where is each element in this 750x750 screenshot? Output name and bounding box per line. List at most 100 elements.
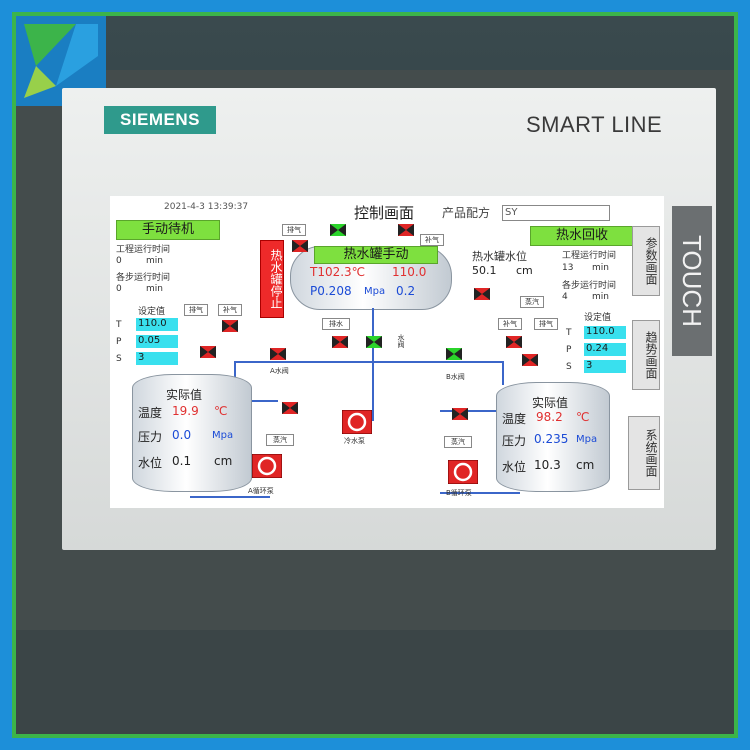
left-step-time-value: 0 xyxy=(116,284,122,294)
b-circ-pump-label: B循环泵 xyxy=(446,489,472,497)
center-pipe-down xyxy=(372,361,374,421)
tank-b-temp-label: 温度 xyxy=(502,412,527,426)
left-p-label: P xyxy=(116,337,122,347)
a-steam-pipe xyxy=(250,400,278,402)
a-circ-pump-icon[interactable] xyxy=(252,454,282,478)
replenish-label-top: 补气 xyxy=(420,234,444,246)
top-green-valve-left[interactable] xyxy=(330,224,346,236)
panel-bottom-housing xyxy=(16,630,734,734)
a-exhaust-valve[interactable] xyxy=(200,346,216,358)
right-step-time-unit: min xyxy=(592,292,609,302)
tank-a-temp-label: 温度 xyxy=(138,406,163,420)
main-pipe xyxy=(234,361,504,363)
hot-tank-pressure-actual: P0.208 xyxy=(310,284,352,298)
right-t-label: T xyxy=(566,328,572,338)
left-step-time-label: 各步运行时间 xyxy=(116,273,171,283)
left-process-time-label: 工程运行时间 xyxy=(116,245,171,255)
right-s-label: S xyxy=(566,362,572,372)
recipe-field[interactable]: SY xyxy=(502,205,610,221)
left-s-label: S xyxy=(116,354,122,364)
left-step-time-unit: min xyxy=(146,284,163,294)
a-circ-pump-label: A循环泵 xyxy=(248,487,274,495)
right-drop-pipe xyxy=(502,361,504,385)
b-exhaust-valve[interactable] xyxy=(522,354,538,366)
cold-pump-icon[interactable] xyxy=(342,410,372,434)
tank-a-pressure-unit: Mpa xyxy=(212,430,234,441)
cold-pump-label: 冷水泵 xyxy=(344,437,365,445)
hot-tank-pressure-unit: Mpa xyxy=(364,286,386,297)
tank-a-level-unit: cm xyxy=(214,454,233,468)
replenish-label-left: 补气 xyxy=(218,304,242,316)
b-steam-label: 蒸汽 xyxy=(444,436,472,448)
b-loop-pipe xyxy=(440,492,520,494)
tank-b-level-label: 水位 xyxy=(502,460,527,474)
hot-tank-level-label: 热水罐水位 xyxy=(472,250,527,263)
steam-label-top: 蒸汽 xyxy=(520,296,544,308)
left-t-label: T xyxy=(116,320,122,330)
b-water-valve[interactable] xyxy=(446,348,462,360)
right-s-setpoint[interactable]: 3 xyxy=(584,360,626,373)
params-screen-button[interactable]: 参数画面 xyxy=(632,226,660,296)
tank-a-temp-value: 19.9 xyxy=(172,404,199,418)
hmi-screen: 2021-4-3 13:39:37 控制画面 产品配方 SY 手动待机 工程运行… xyxy=(110,196,664,508)
exhaust-label-top-left: 排气 xyxy=(282,224,306,236)
b-circ-pump-icon[interactable] xyxy=(448,460,478,484)
right-status: 热水回收 xyxy=(530,226,634,246)
top-red-valve-right[interactable] xyxy=(398,224,414,236)
exhaust-valve-top-left[interactable] xyxy=(292,240,308,252)
system-screen-button[interactable]: 系统画面 xyxy=(628,416,660,490)
tank-a-temp-unit: ℃ xyxy=(214,404,228,418)
left-t-setpoint[interactable]: 110.0 xyxy=(136,318,178,331)
right-p-label: P xyxy=(566,345,572,355)
left-process-time-unit: min xyxy=(146,256,163,266)
hot-tank-stop-button[interactable]: 热水罐停止 xyxy=(260,240,284,318)
tank-b-temp-value: 98.2 xyxy=(536,410,563,424)
hot-tank-level-value: 50.1 xyxy=(472,264,497,277)
b-steam-valve[interactable] xyxy=(452,408,468,420)
right-process-time-unit: min xyxy=(592,263,609,273)
tank-a-level-label: 水位 xyxy=(138,456,163,470)
hot-tank-mode: 热水罐手动 xyxy=(314,246,438,264)
tank-b xyxy=(496,382,610,492)
model-label: SMART LINE xyxy=(526,112,663,137)
right-step-time-label: 各步运行时间 xyxy=(562,281,617,291)
left-status: 手动待机 xyxy=(116,220,220,240)
a-replenish-valve[interactable] xyxy=(222,320,238,332)
recipe-label: 产品配方 xyxy=(442,206,491,220)
right-t-setpoint[interactable]: 110.0 xyxy=(584,326,626,339)
tank-a-pressure-label: 压力 xyxy=(138,430,163,444)
right-step-time-value: 4 xyxy=(562,292,568,302)
a-steam-valve[interactable] xyxy=(282,402,298,414)
a-loop-pipe xyxy=(190,496,270,498)
hot-tank-temp-set: 110.0 xyxy=(392,265,427,279)
b-replenish-valve[interactable] xyxy=(506,336,522,348)
b-water-valve-label: B水阀 xyxy=(446,373,465,381)
page-title: 控制画面 xyxy=(354,204,415,222)
center-pipe-up xyxy=(372,308,374,363)
center-water-valve[interactable] xyxy=(366,336,382,348)
tank-b-title: 实际值 xyxy=(532,396,569,410)
datetime: 2021-4-3 13:39:37 xyxy=(164,202,249,212)
trend-screen-button[interactable]: 趋势画面 xyxy=(632,320,660,390)
tank-a-pressure-value: 0.0 xyxy=(172,428,192,442)
tank-a xyxy=(132,374,252,492)
right-p-setpoint[interactable]: 0.24 xyxy=(584,343,626,356)
drain-valve[interactable] xyxy=(332,336,348,348)
photo-frame-green xyxy=(12,12,738,738)
replenish-label-right: 补气 xyxy=(498,318,522,330)
exhaust-label-left: 排气 xyxy=(184,304,208,316)
steam-valve-top[interactable] xyxy=(474,288,490,300)
tank-b-pressure-value: 0.235 xyxy=(534,432,569,446)
left-process-time-value: 0 xyxy=(116,256,122,266)
b-steam-pipe xyxy=(440,410,496,412)
tank-b-level-value: 10.3 xyxy=(534,458,561,472)
left-s-setpoint[interactable]: 3 xyxy=(136,352,178,365)
hot-tank-level-unit: cm xyxy=(516,264,533,277)
a-water-valve[interactable] xyxy=(270,348,286,360)
brand-logo: SIEMENS xyxy=(104,106,216,134)
hot-tank-pressure-set: 0.2 xyxy=(396,284,416,298)
left-p-setpoint[interactable]: 0.05 xyxy=(136,335,178,348)
a-water-valve-label: A水阀 xyxy=(270,367,289,375)
a-steam-label: 蒸汽 xyxy=(266,434,294,446)
